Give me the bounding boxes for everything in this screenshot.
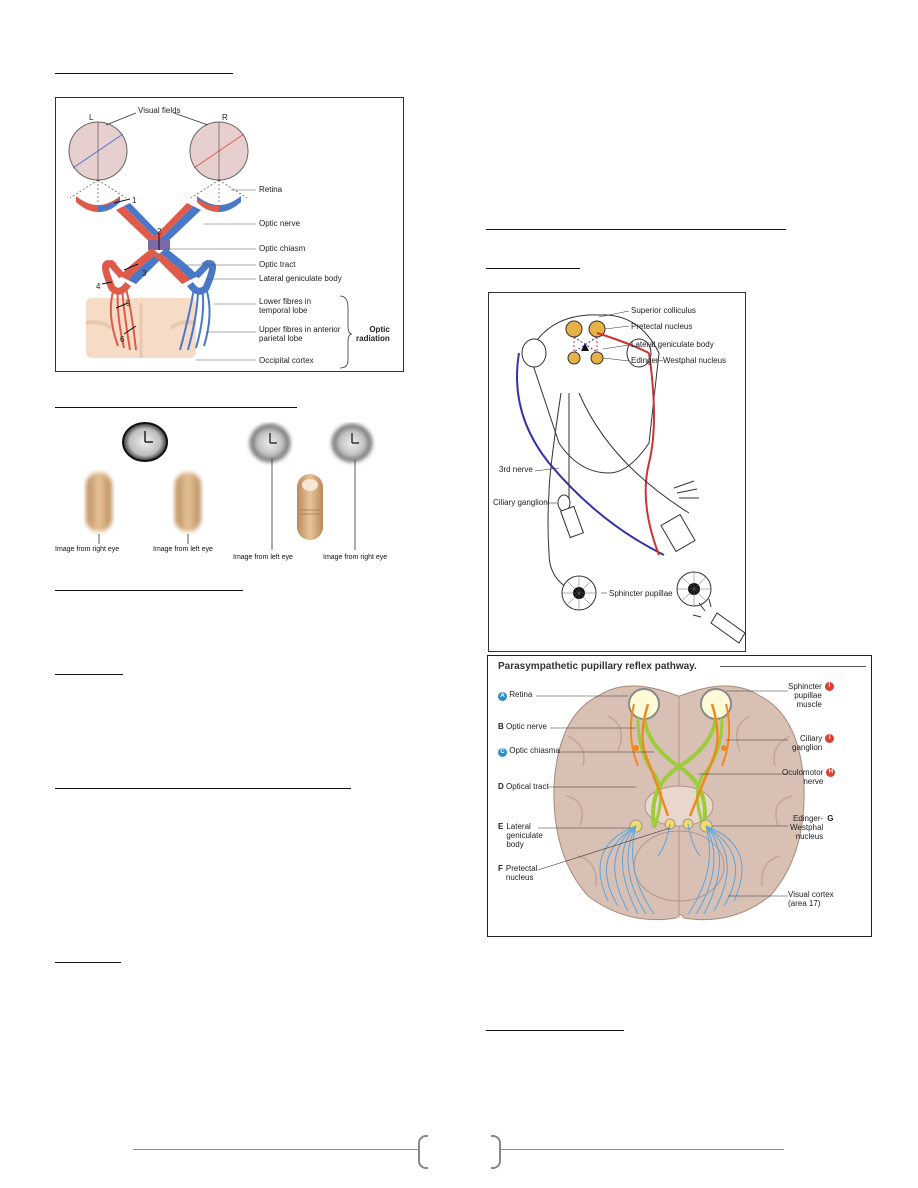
label-occipital-cortex: Occipital cortex (259, 356, 314, 365)
label-a-retina: A Retina (498, 690, 532, 701)
label-e-lgb: E Lateral geniculate body (498, 822, 543, 849)
label-ciliary-ganglion: Ciliary ganglion (493, 498, 548, 507)
label-c-optic-chiasma: C Optic chiasma (498, 746, 560, 757)
label-g-edinger-westphal: Edinger- Westphal nucleus G (790, 814, 834, 841)
light-reflex-diagram (516, 310, 745, 644)
label-l: L (89, 113, 94, 122)
label-edinger-westphal: Edinger–Westphal nucleus (631, 356, 727, 365)
label-optic-chiasm: Optic chiasm (259, 244, 306, 253)
label-i-sphincter: Sphincter pupillae muscle I (788, 682, 834, 709)
label-third-nerve: 3rd nerve (499, 465, 533, 474)
label-pretectal-nucleus: Pretectal nucleus (631, 322, 693, 331)
label-lateral-geniculate-body: Lateral geniculate body (631, 340, 714, 349)
label-h-oculomotor: Oculomotor nerve H (782, 768, 836, 786)
badge-h: H (826, 768, 836, 777)
heading-underline (55, 788, 351, 789)
label-f-pretectal: F Pretectal nucleus (498, 864, 538, 882)
label-r: R (222, 113, 228, 122)
lesion-number: 2 (157, 227, 162, 236)
label-sphincter-pupillae: Sphincter pupillae (609, 589, 673, 598)
label-optic-nerve: Optic nerve (259, 219, 300, 228)
footer-bracket-right (491, 1135, 501, 1169)
caption-left-eye: Image from left eye (153, 546, 213, 553)
label-upper-fibres: Upper fibres in anterior parietal lobe (259, 325, 341, 343)
lesion-number: 5 (126, 299, 131, 308)
light-reflex-figure: Superior colliculus Pretectal nucleus La… (488, 292, 746, 652)
label-visual-cortex: Visual cortex (area 17) (788, 890, 834, 908)
parasympathetic-figure: Parasympathetic pupillary reflex pathway… (487, 655, 872, 937)
badge-a: A (498, 692, 507, 701)
caption-left-eye-2: Image from left eye (233, 554, 293, 561)
label-lgb: Lateral geniculate body (259, 274, 342, 283)
label-superior-colliculus: Superior colliculus (631, 306, 696, 315)
heading-underline (486, 1030, 624, 1031)
lesion-number: 4 (96, 282, 101, 291)
badge-c: C (498, 748, 507, 757)
badge-i: I (824, 682, 834, 691)
parasympathetic-diagram (536, 685, 805, 921)
label-optic-tract: Optic tract (259, 260, 296, 269)
heading-underline (486, 229, 786, 230)
finger-images-illustration (86, 422, 372, 550)
label-visual-fields: Visual fields (138, 106, 181, 115)
heading-underline (55, 590, 243, 591)
footer-bracket-left (418, 1135, 428, 1169)
caption-right-eye-2: Image from right eye (323, 554, 388, 561)
visual-pathway-diagram (68, 112, 353, 369)
caption-right-eye: Image from right eye (55, 546, 120, 553)
heading-underline (55, 674, 123, 675)
footer-rule-right (499, 1149, 784, 1150)
lesion-number: 6 (120, 335, 125, 344)
footer-rule-left (133, 1149, 418, 1150)
lesion-number: 1 (132, 196, 137, 205)
figure-title: Parasympathetic pupillary reflex pathway… (498, 661, 697, 672)
visual-pathway-figure: L R Visual fields Retina Optic nerve Opt… (55, 97, 404, 372)
title-rule (720, 666, 866, 667)
badge-i-2: I (825, 734, 835, 743)
heading-underline (486, 268, 580, 269)
label-i-ciliary: Ciliary ganglion I (792, 734, 835, 752)
lesion-number: 3 (142, 269, 147, 278)
heading-underline (55, 407, 297, 408)
label-optic-radiation: Optic radiation (356, 325, 390, 343)
heading-underline (55, 73, 233, 74)
label-retina: Retina (259, 185, 283, 194)
label-lower-fibres: Lower fibres in temporal lobe (259, 297, 312, 315)
label-b-optic-nerve: B Optic nerve (498, 722, 547, 731)
label-d-optical-tract: D Optical tract (498, 782, 549, 791)
heading-underline (55, 962, 121, 963)
finger-images-figure: Image from right eye Image from left eye… (55, 422, 395, 570)
